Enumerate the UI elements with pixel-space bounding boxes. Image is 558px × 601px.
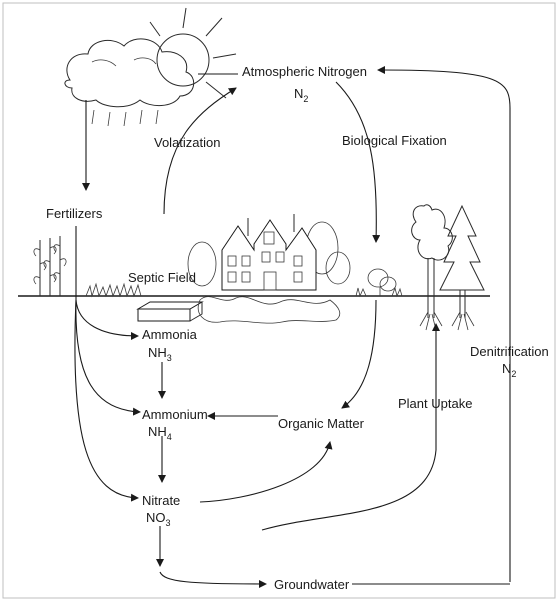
grass-icon xyxy=(85,282,142,298)
formula-ammonia: NH3 xyxy=(148,345,172,363)
label-volatization: Volatization xyxy=(154,135,221,150)
label-nitrate: Nitrate xyxy=(142,493,180,508)
arrow-biological-fixation xyxy=(335,81,381,243)
sun-cloud-icon xyxy=(64,7,237,108)
formula-atmospheric-nitrogen: N2 xyxy=(294,86,308,104)
arrow-fertilizers-to-ammonium xyxy=(75,299,141,416)
label-groundwater: Groundwater xyxy=(274,577,350,592)
formula-ammonium: NH4 xyxy=(148,424,172,442)
arrow-to-groundwater xyxy=(159,571,267,588)
label-plant-uptake: Plant Uptake xyxy=(398,396,472,411)
trees-icon xyxy=(411,204,485,318)
label-fertilizers: Fertilizers xyxy=(46,206,103,221)
label-septic-field: Septic Field xyxy=(128,270,196,285)
crop-icon xyxy=(33,236,67,296)
rain-icon xyxy=(91,109,159,127)
cycle-arrows xyxy=(74,66,511,588)
tree-roots-icon xyxy=(419,311,475,331)
label-organic-matter: Organic Matter xyxy=(278,416,365,431)
house-icon xyxy=(187,214,351,324)
formula-nitrate: NO3 xyxy=(146,510,171,528)
label-atmospheric-nitrogen: Atmospheric Nitrogen xyxy=(242,64,367,79)
label-biological-fixation: Biological Fixation xyxy=(342,133,447,148)
label-ammonium: Ammonium xyxy=(142,407,208,422)
label-denitrification: Denitrification xyxy=(470,344,549,359)
septic-tank-icon xyxy=(136,301,204,322)
arrow-plant-uptake xyxy=(261,323,440,531)
arrow-fertilizers-to-nitrate xyxy=(74,299,139,502)
label-ammonia: Ammonia xyxy=(142,327,198,342)
arrow-denitrification xyxy=(377,66,511,582)
arrow-plants-to-organic xyxy=(341,299,377,409)
arrow-volatization xyxy=(163,87,237,215)
arrow-nitrate-to-organic xyxy=(199,441,333,503)
formula-denitrification: N2 xyxy=(502,361,516,379)
shrub-icon xyxy=(355,268,403,298)
arrow-fertilizers-to-ammonia xyxy=(75,299,139,340)
